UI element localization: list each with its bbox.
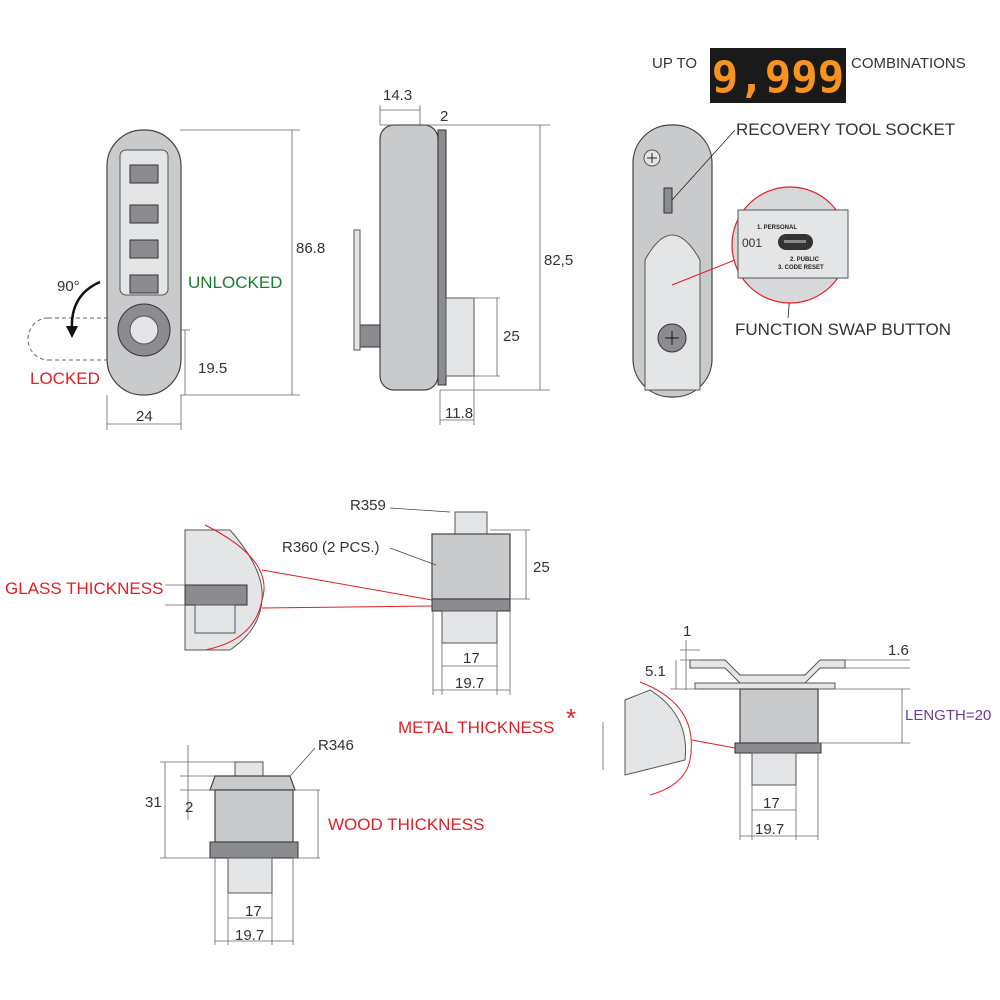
length-label: LENGTH=20 — [905, 707, 991, 724]
glass-inner-dim: 17 — [463, 650, 480, 667]
wood-height-dim: 31 — [145, 794, 162, 811]
code-readout: 001 — [742, 236, 762, 250]
front-height-dim: 86.8 — [296, 240, 325, 257]
offset-dim: 19.5 — [198, 360, 227, 377]
wood-t-dim: 2 — [185, 799, 193, 816]
glass-outer-dim: 19.7 — [455, 675, 484, 692]
front-view — [27, 129, 300, 430]
locked-label: LOCKED — [30, 369, 100, 388]
wood-mount-view — [160, 745, 320, 945]
digit-display — [710, 48, 846, 103]
recovery-socket-label: RECOVERY TOOL SOCKET — [736, 120, 955, 139]
metal-mount-view — [602, 640, 910, 840]
mode-code-reset: 3. CODE RESET — [778, 265, 824, 271]
combinations-label: COMBINATIONS — [851, 55, 966, 72]
metal-dim-5-1: 5.1 — [645, 663, 666, 680]
wood-radius: R346 — [318, 737, 354, 754]
metal-thickness-label: METAL THICKNESS — [398, 718, 555, 737]
up-to-label: UP TO — [652, 55, 697, 72]
metal-dim-1-6: 1.6 — [888, 642, 909, 659]
wood-outer-dim: 19.7 — [235, 927, 264, 944]
metal-outer-dim: 19.7 — [755, 821, 784, 838]
asterisk-icon: * — [566, 703, 576, 733]
flange-dim: 2 — [440, 108, 448, 125]
wood-inner-dim: 17 — [245, 903, 262, 920]
metal-inner-dim: 17 — [763, 795, 780, 812]
mode-personal: 1. PERSONAL — [757, 225, 797, 231]
glass-radius-1: R359 — [350, 497, 386, 514]
front-width-dim: 24 — [136, 408, 153, 425]
glass-thickness-label: GLASS THICKNESS — [5, 579, 163, 598]
swap-button-label: FUNCTION SWAP BUTTON — [735, 320, 951, 339]
cam-dim: 25 — [503, 328, 520, 345]
wood-thickness-label: WOOD THICKNESS — [328, 815, 484, 834]
rotation-arrow-icon — [70, 280, 101, 331]
unlocked-label: UNLOCKED — [188, 273, 282, 292]
angle-label: 90° — [57, 278, 80, 295]
side-view — [353, 105, 550, 425]
combination-count: 9,999 — [712, 52, 844, 103]
side-height-dim: 82,5 — [544, 252, 573, 269]
glass-height-dim: 25 — [533, 559, 550, 576]
rear-view — [632, 124, 849, 398]
depth-dim: 14.3 — [383, 87, 412, 104]
mode-public: 2. PUBLIC — [790, 257, 820, 263]
glass-radius-2: R360 (2 PCS.) — [282, 539, 380, 556]
glass-mount-view — [165, 507, 530, 695]
metal-dim-1: 1 — [683, 623, 691, 640]
shaft-dim: 11.8 — [445, 405, 473, 422]
